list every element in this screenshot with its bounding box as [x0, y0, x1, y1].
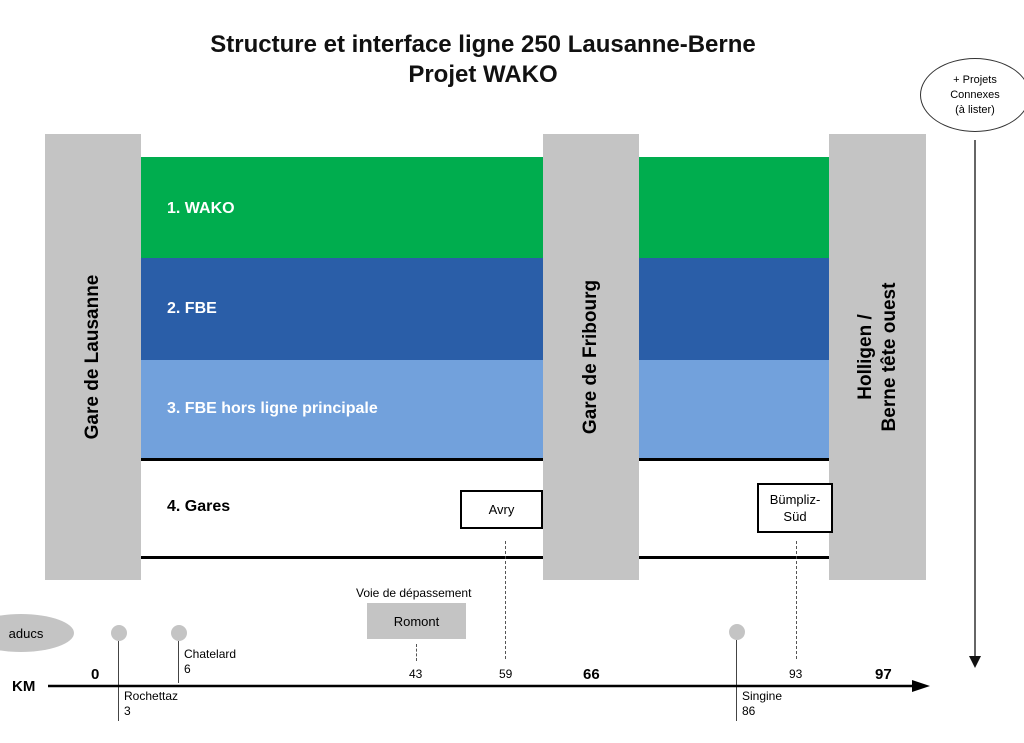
voie-depassement-caption: Voie de dépassement	[356, 586, 472, 600]
gares-top-line	[141, 458, 829, 461]
singine-leader-line	[736, 640, 737, 721]
dashed-connector-avry	[505, 541, 506, 659]
rochettaz-leader-line	[118, 641, 119, 721]
station-bumpliz-line-1: Bümpliz-	[769, 492, 821, 507]
km-tick-0: 0	[91, 666, 100, 683]
title-line-2: Projet WAKO	[408, 61, 558, 88]
km-tick-66: 66	[583, 666, 600, 683]
pillar-label-holligen: Holligen / Berne tête ouest	[854, 283, 902, 432]
band-fbe-hors-ligne	[141, 360, 829, 460]
band-fbe	[141, 258, 829, 360]
side-note-line-3: (à lister)	[955, 103, 995, 116]
point-rochettaz-label: Rochettaz 3	[124, 689, 178, 719]
singine-name: Singine	[742, 689, 783, 703]
title-line-1: Structure et interface ligne 250 Lausann…	[210, 31, 756, 58]
km-tick-59: 59	[499, 667, 513, 681]
rochettaz-name: Rochettaz	[124, 689, 179, 703]
point-chatelard-marker	[171, 625, 187, 641]
side-note-line-1: + Projets	[953, 73, 997, 86]
dashed-connector-bumpliz	[796, 541, 797, 659]
chatelard-name: Chatelard	[184, 647, 237, 661]
band-label-fbe-hors: 3. FBE hors ligne principale	[167, 400, 378, 417]
romont-label: Romont	[393, 613, 440, 629]
km-tick-97: 97	[875, 666, 892, 683]
point-singine-label: Singine 86	[742, 689, 782, 719]
dashed-connector-romont	[416, 644, 417, 661]
gares-bottom-line	[141, 556, 829, 559]
projets-connexes-bubble: + Projets Connexes (à lister)	[920, 58, 1024, 132]
viaducs-ellipse: aducs	[0, 614, 74, 652]
viaducs-label: aducs	[8, 625, 44, 641]
singine-km: 86	[742, 704, 756, 718]
holligen-line-1: Holligen /	[854, 314, 876, 400]
station-avry-label: Avry	[488, 502, 515, 517]
chatelard-km: 6	[184, 662, 191, 676]
km-axis-arrow	[48, 680, 930, 692]
band-label-wako: 1. WAKO	[167, 200, 235, 217]
point-rochettaz-marker	[111, 625, 127, 641]
band-label-fbe: 2. FBE	[167, 300, 217, 317]
diagram-title: Structure et interface ligne 250 Lausann…	[0, 30, 966, 90]
km-tick-43: 43	[409, 667, 423, 681]
pillar-gare-lausanne: Gare de Lausanne	[45, 134, 141, 580]
pillar-label-lausanne: Gare de Lausanne	[82, 274, 103, 440]
chatelard-leader-line	[178, 641, 179, 683]
rochettaz-km: 3	[124, 704, 131, 718]
point-singine-marker	[729, 624, 745, 640]
axis-label-km: KM	[12, 678, 36, 695]
pillar-label-fribourg: Gare de Fribourg	[580, 279, 601, 435]
band-wako	[141, 157, 829, 258]
station-bumpliz-line-2: Süd	[783, 509, 807, 524]
romont-box: Romont	[367, 603, 466, 639]
pillar-holligen: Holligen / Berne tête ouest	[829, 134, 926, 580]
holligen-line-2: Berne tête ouest	[878, 282, 900, 432]
km-tick-93: 93	[789, 667, 803, 681]
band-label-gares: 4. Gares	[167, 498, 231, 515]
down-arrow-icon	[969, 140, 981, 668]
station-bumpliz-sud: Bümpliz- Süd	[757, 483, 833, 533]
side-note-line-2: Connexes	[950, 88, 1000, 101]
pillar-gare-fribourg: Gare de Fribourg	[543, 134, 639, 580]
station-avry: Avry	[460, 490, 543, 529]
point-chatelard-label: Chatelard 6	[184, 647, 236, 677]
